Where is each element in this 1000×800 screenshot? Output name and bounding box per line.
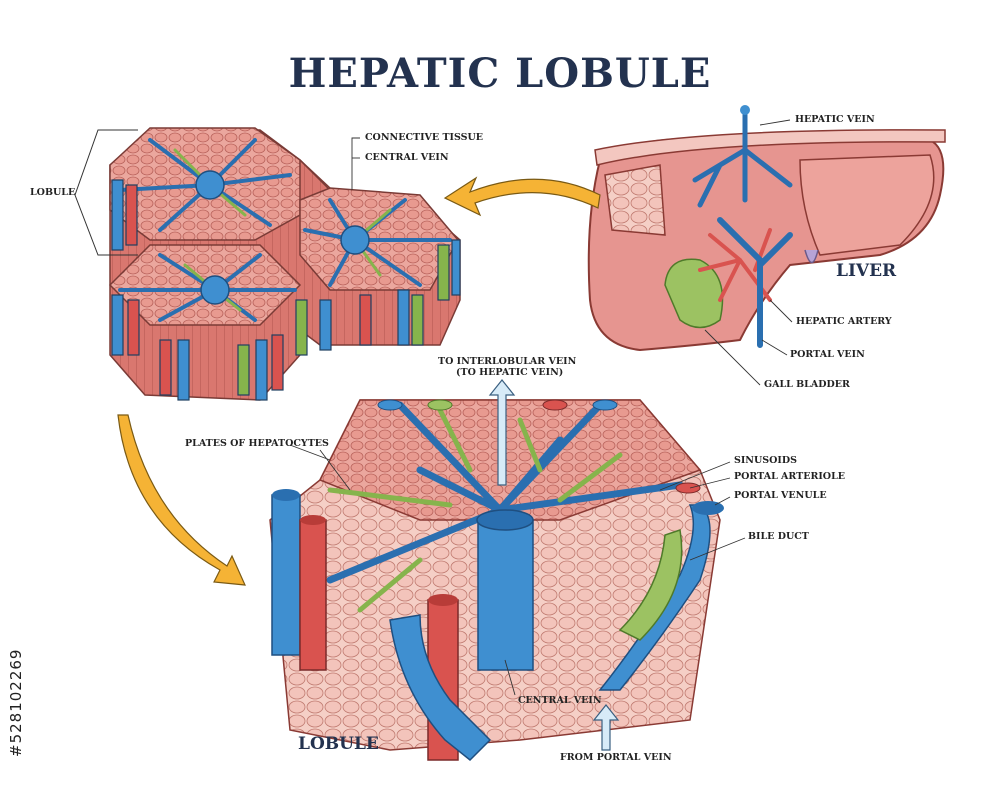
label-hepatic-vein: HEPATIC VEIN (795, 114, 875, 125)
arrow-liver-to-lobule (443, 176, 601, 217)
leader-lines (289, 119, 793, 696)
label-central-vein-bottom: CENTRAL VEIN (518, 695, 602, 706)
label-to-hepatic-vein: (TO HEPATIC VEIN) (456, 367, 564, 378)
label-bile-duct: BILE DUCT (748, 531, 809, 542)
label-central-vein-top: CENTRAL VEIN (365, 152, 449, 163)
label-plates-of-hepatocytes: PLATES OF HEPATOCYTES (185, 438, 329, 449)
label-connective-tissue: CONNECTIVE TISSUE (365, 132, 483, 143)
label-to-interlobular-vein: TO INTERLOBULAR VEIN (438, 356, 577, 367)
label-lobule-bottom: LOBULE (298, 734, 379, 754)
lobule-cluster-illustration (108, 127, 461, 401)
lobule-bracket (74, 129, 138, 256)
liver-illustration (587, 105, 946, 352)
label-lobule-top: LOBULE (30, 187, 76, 198)
detail-lobule-illustration (269, 399, 724, 762)
arrow-from-portal-vein (592, 704, 620, 751)
stock-id-watermark: #528102269 (7, 648, 25, 757)
label-portal-vein: PORTAL VEIN (790, 349, 865, 360)
label-liver: LIVER (836, 261, 897, 281)
arrow-to-interlobular (488, 379, 516, 486)
label-from-portal-vein: FROM PORTAL VEIN (560, 752, 672, 763)
label-hepatic-artery: HEPATIC ARTERY (796, 316, 892, 327)
label-portal-arteriole: PORTAL ARTERIOLE (734, 471, 845, 482)
page-title: HEPATIC LOBULE (288, 50, 712, 97)
label-portal-venule: PORTAL VENULE (734, 490, 827, 501)
arrow-lobule-to-detail (117, 414, 246, 586)
label-gall-bladder: GALL BLADDER (764, 379, 850, 390)
label-sinusoids: SINUSOIDS (734, 455, 797, 466)
